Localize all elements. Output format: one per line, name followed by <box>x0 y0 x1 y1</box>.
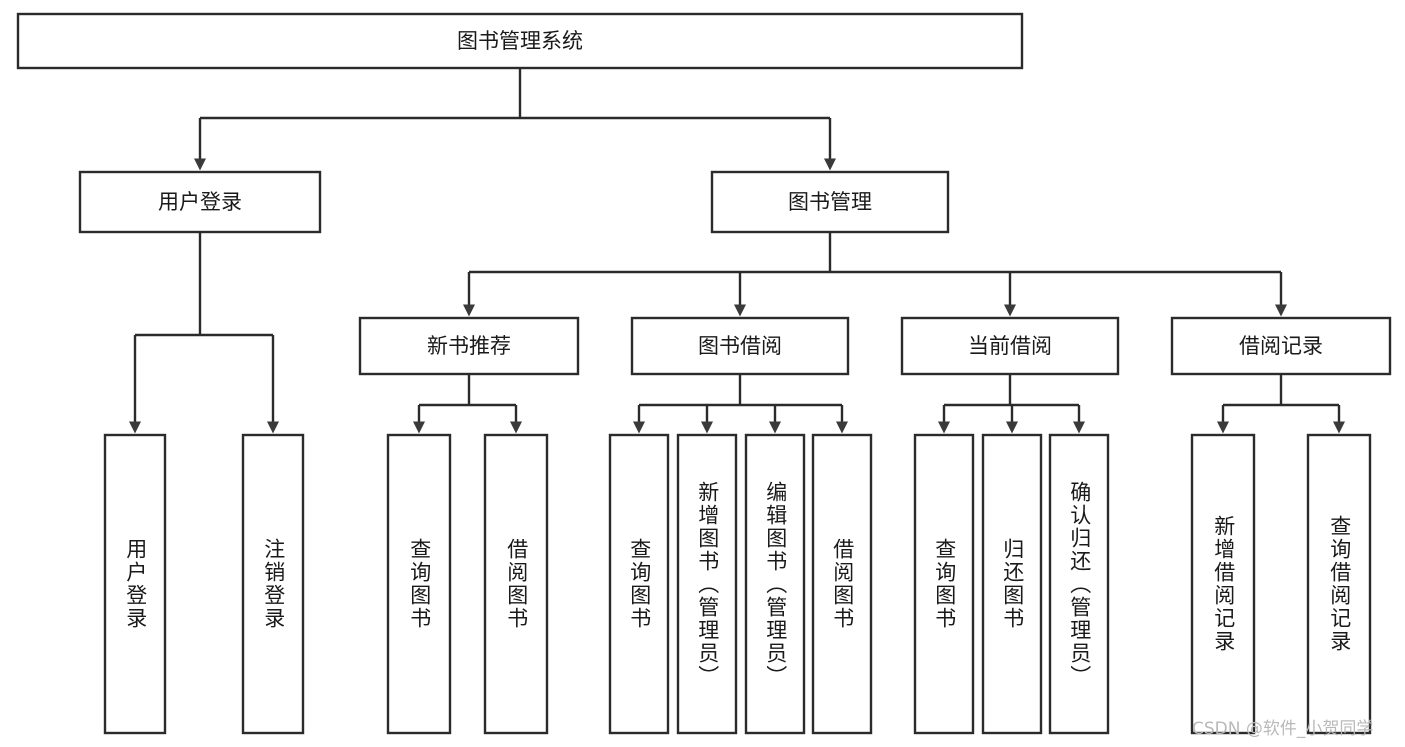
node-box-current-borrow <box>900 316 1120 376</box>
node-box-leaf-query-record <box>1306 433 1372 735</box>
node-box-leaf-query-book-3 <box>913 433 975 735</box>
node-label-user-login: 用户登录 <box>158 190 242 214</box>
node-box-leaf-borrow-book-1 <box>483 433 549 735</box>
node-box-leaf-user-login <box>103 433 167 735</box>
node-box-leaf-logout <box>241 433 305 735</box>
node-box-leaf-confirm-return <box>1048 433 1110 735</box>
node-boxes <box>16 12 1392 735</box>
node-label-current-borrow: 当前借阅 <box>968 334 1052 358</box>
node-box-leaf-query-book-2 <box>608 433 670 735</box>
node-box-leaf-add-book <box>676 433 738 735</box>
node-box-user-login <box>78 170 322 234</box>
node-box-book-borrow <box>630 316 850 376</box>
node-label-new-book-rec: 新书推荐 <box>427 334 511 358</box>
node-box-leaf-borrow-book-2 <box>811 433 873 735</box>
node-box-leaf-return-book <box>981 433 1043 735</box>
node-box-leaf-edit-book <box>744 433 806 735</box>
node-label-book-manage: 图书管理 <box>788 190 872 214</box>
node-box-borrow-record <box>1170 316 1392 376</box>
node-box-new-book-rec <box>358 316 580 376</box>
node-label-root: 图书管理系统 <box>457 29 583 53</box>
node-label-borrow-record: 借阅记录 <box>1239 334 1323 358</box>
node-box-leaf-add-record <box>1190 433 1256 735</box>
node-box-leaf-query-book-1 <box>386 433 452 735</box>
connector-lines <box>129 68 1345 434</box>
node-label-book-borrow: 图书借阅 <box>698 334 782 358</box>
node-box-book-manage <box>710 170 950 234</box>
csdn-watermark: CSDN @软件_小贺同学 <box>1192 719 1374 739</box>
node-box-root <box>16 12 1024 70</box>
